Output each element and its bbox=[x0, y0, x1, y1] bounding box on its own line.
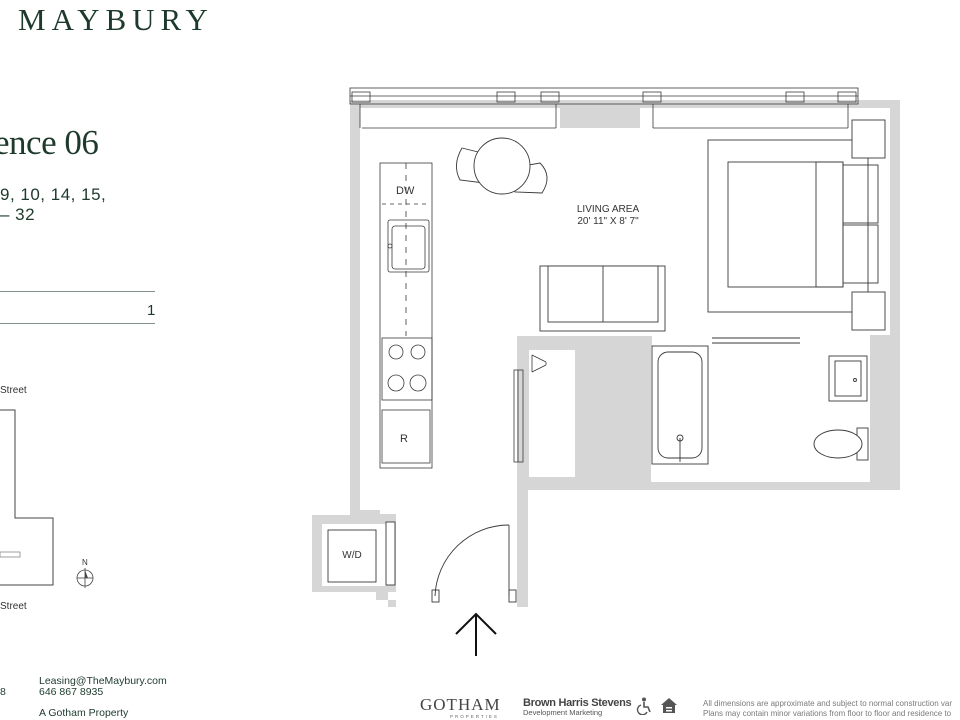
bed bbox=[707, 119, 886, 331]
street-label-top: Street bbox=[0, 385, 27, 396]
dining-table bbox=[456, 137, 548, 195]
site-key-map: N bbox=[0, 409, 94, 588]
brand-logo: MAYBURY bbox=[18, 2, 214, 37]
bhs-logo-sub: Development Marketing bbox=[523, 708, 603, 717]
gotham-logo: GOTHAM bbox=[420, 695, 501, 714]
floor-plan: DW R LIVING AREA 20' 11" X 8' 7" bbox=[312, 87, 900, 656]
floors-line-2: – 32 bbox=[0, 205, 36, 224]
kitchen bbox=[379, 162, 433, 469]
sofa bbox=[539, 265, 666, 332]
compass-label: N bbox=[82, 558, 88, 567]
footer-left-fragment: 8 bbox=[0, 686, 6, 698]
gotham-logo-sub: PROPERTIES bbox=[450, 714, 499, 719]
residence-title: ence 06 bbox=[0, 123, 99, 162]
refrigerator-label: R bbox=[400, 433, 408, 445]
compass-icon bbox=[76, 568, 94, 588]
dishwasher-label: DW bbox=[396, 185, 415, 197]
entry-door bbox=[431, 524, 517, 603]
property-owner: A Gotham Property bbox=[39, 707, 129, 719]
row-value: 1 bbox=[147, 302, 156, 319]
disclaimer-line-1: All dimensions are approximate and subje… bbox=[703, 699, 953, 708]
divider-bottom bbox=[0, 323, 155, 324]
accessibility-icon bbox=[636, 697, 651, 715]
washer-dryer-label: W/D bbox=[342, 550, 361, 561]
entry-arrow-icon bbox=[455, 612, 497, 656]
divider-top bbox=[0, 291, 155, 292]
bhs-logo: Brown Harris Stevens bbox=[523, 697, 632, 709]
equal-housing-icon bbox=[661, 698, 677, 713]
washer-dryer bbox=[327, 521, 396, 586]
living-area-dims: 20' 11" X 8' 7" bbox=[577, 216, 639, 227]
phone-number: 646 867 8935 bbox=[39, 686, 104, 698]
street-label-bottom: Street bbox=[0, 601, 27, 612]
disclaimer-line-2: Plans may contain minor variations from … bbox=[703, 709, 952, 718]
living-area-label: LIVING AREA bbox=[577, 204, 640, 215]
closet bbox=[513, 354, 547, 463]
window-wall bbox=[349, 87, 859, 129]
bathroom bbox=[651, 337, 869, 465]
email-link[interactable]: Leasing@TheMaybury.com bbox=[39, 675, 167, 687]
floors-line-1: 9, 10, 14, 15, bbox=[0, 185, 107, 204]
